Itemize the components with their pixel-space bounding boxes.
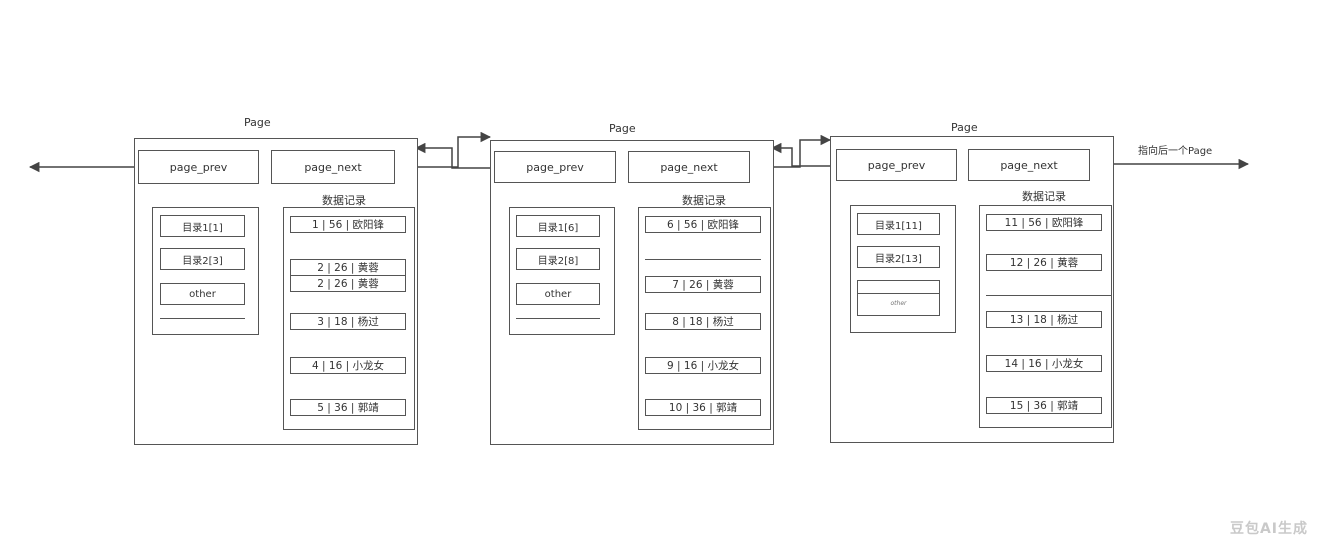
record-row: 8 | 18 | 杨过 (645, 313, 761, 330)
divider (160, 318, 245, 319)
directory-other-label: other (890, 300, 907, 307)
directory-slot: 目录1[11] (857, 213, 940, 235)
page-prev-pointer: page_prev (836, 149, 957, 181)
record-row: 5 | 36 | 郭靖 (290, 399, 406, 416)
page-title: Page (951, 121, 978, 134)
directory-slot: 目录2[8] (516, 248, 600, 270)
directory-slot: 目录1[6] (516, 215, 600, 237)
empty-slot-line (986, 295, 1112, 296)
divider (516, 318, 600, 319)
directory-slot: 目录1[1] (160, 215, 245, 237)
record-row: 14 | 16 | 小龙女 (986, 355, 1102, 372)
page-title: Page (244, 116, 271, 129)
record-row: 1 | 56 | 欧阳锋 (290, 216, 406, 233)
record-row: 9 | 16 | 小龙女 (645, 357, 761, 374)
prev-link-arrow-1 (414, 142, 494, 169)
record-row: 11 | 56 | 欧阳锋 (986, 214, 1102, 231)
record-row: 12 | 26 | 黄蓉 (986, 254, 1102, 271)
directory-other: other (516, 283, 600, 305)
page-next-pointer: page_next (271, 150, 395, 184)
record-row: 3 | 18 | 杨过 (290, 313, 406, 330)
directory-other: other (160, 283, 245, 305)
divider (857, 293, 940, 294)
record-row: 7 | 26 | 黄蓉 (645, 276, 761, 293)
directory-slot: 目录2[13] (857, 246, 940, 268)
record-row: 4 | 16 | 小龙女 (290, 357, 406, 374)
next-page-annotation: 指向后一个Page (1138, 146, 1213, 157)
page-prev-pointer: page_prev (138, 150, 259, 184)
prev-link-arrow-2 (770, 142, 836, 167)
data-records-title: 数据记录 (322, 194, 366, 207)
record-row: 10 | 36 | 郭靖 (645, 399, 761, 416)
record-row: 6 | 56 | 欧阳锋 (645, 216, 761, 233)
data-records-title: 数据记录 (682, 194, 726, 207)
record-row: 13 | 18 | 杨过 (986, 311, 1102, 328)
directory-slot: 目录2[3] (160, 248, 245, 270)
record-row: 2 | 26 | 黄蓉 (290, 275, 406, 292)
empty-slot-line (645, 259, 761, 260)
watermark: 豆包AI生成 (1229, 521, 1308, 537)
record-row: 2 | 26 | 黄蓉 (290, 259, 406, 276)
directory-other: other (857, 280, 940, 316)
page-prev-pointer: page_prev (494, 151, 616, 183)
record-row: 15 | 36 | 郭靖 (986, 397, 1102, 414)
page-next-pointer: page_next (628, 151, 750, 183)
page-title: Page (609, 122, 636, 135)
page-next-pointer: page_next (968, 149, 1090, 181)
data-records-title: 数据记录 (1022, 190, 1066, 203)
